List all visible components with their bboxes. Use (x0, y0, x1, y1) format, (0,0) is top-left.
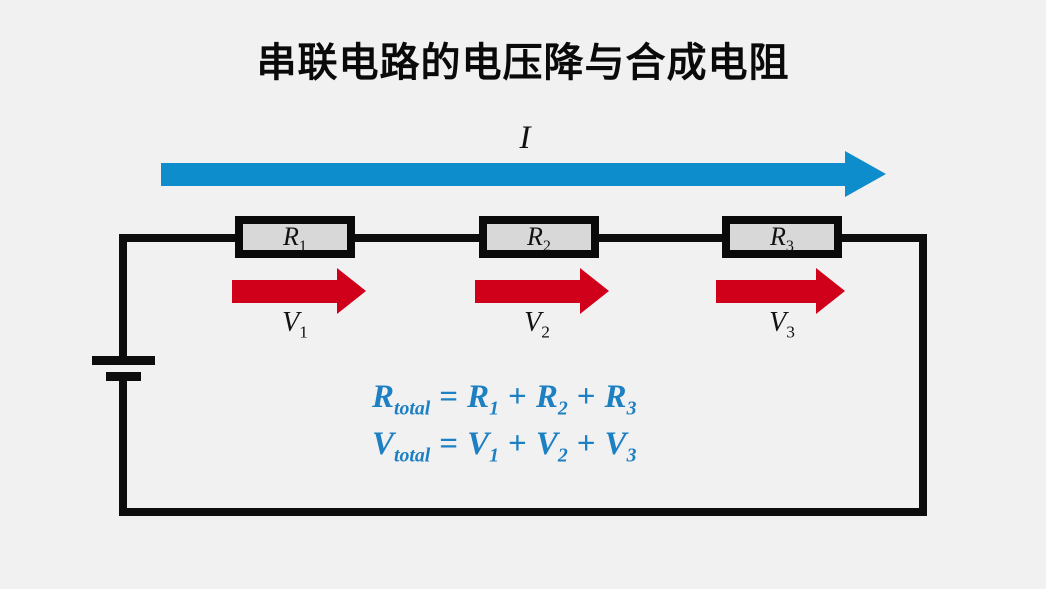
wire-left-lower (119, 377, 127, 516)
current-arrow-head-icon (845, 151, 886, 197)
current-label: I (519, 120, 531, 156)
voltage-arrow-v1-icon (232, 280, 337, 303)
formula-total-voltage: Vtotal=V1+V2+V3 (372, 426, 637, 467)
wire-left-upper (119, 234, 127, 361)
voltage-arrow-v3-icon (716, 280, 816, 303)
voltage-arrow-v2-head-icon (580, 268, 609, 314)
wire-right (919, 234, 927, 516)
voltage-label-v1: V1 (282, 307, 308, 342)
voltage-arrow-v3-head-icon (816, 268, 845, 314)
voltage-label-v2: V2 (524, 307, 550, 342)
voltage-label-v3: V3 (769, 307, 795, 342)
resistor-r2: R2 (479, 216, 599, 258)
voltage-arrow-v2-icon (475, 280, 580, 303)
resistor-r1: R1 (235, 216, 355, 258)
resistor-r3-label: R3 (770, 222, 794, 256)
page-title: 串联电路的电压降与合成电阻 (256, 41, 790, 85)
resistor-r2-label: R2 (527, 222, 551, 256)
resistor-r3: R3 (722, 216, 842, 258)
battery-positive-plate-icon (92, 356, 155, 365)
wire-bottom (119, 508, 927, 516)
resistor-r1-label: R1 (283, 222, 307, 256)
current-arrow-icon (161, 163, 845, 186)
formula-total-resistance: Rtotal=R1+R2+R3 (372, 379, 637, 420)
voltage-arrow-v1-head-icon (337, 268, 366, 314)
battery-negative-plate-icon (106, 372, 141, 381)
